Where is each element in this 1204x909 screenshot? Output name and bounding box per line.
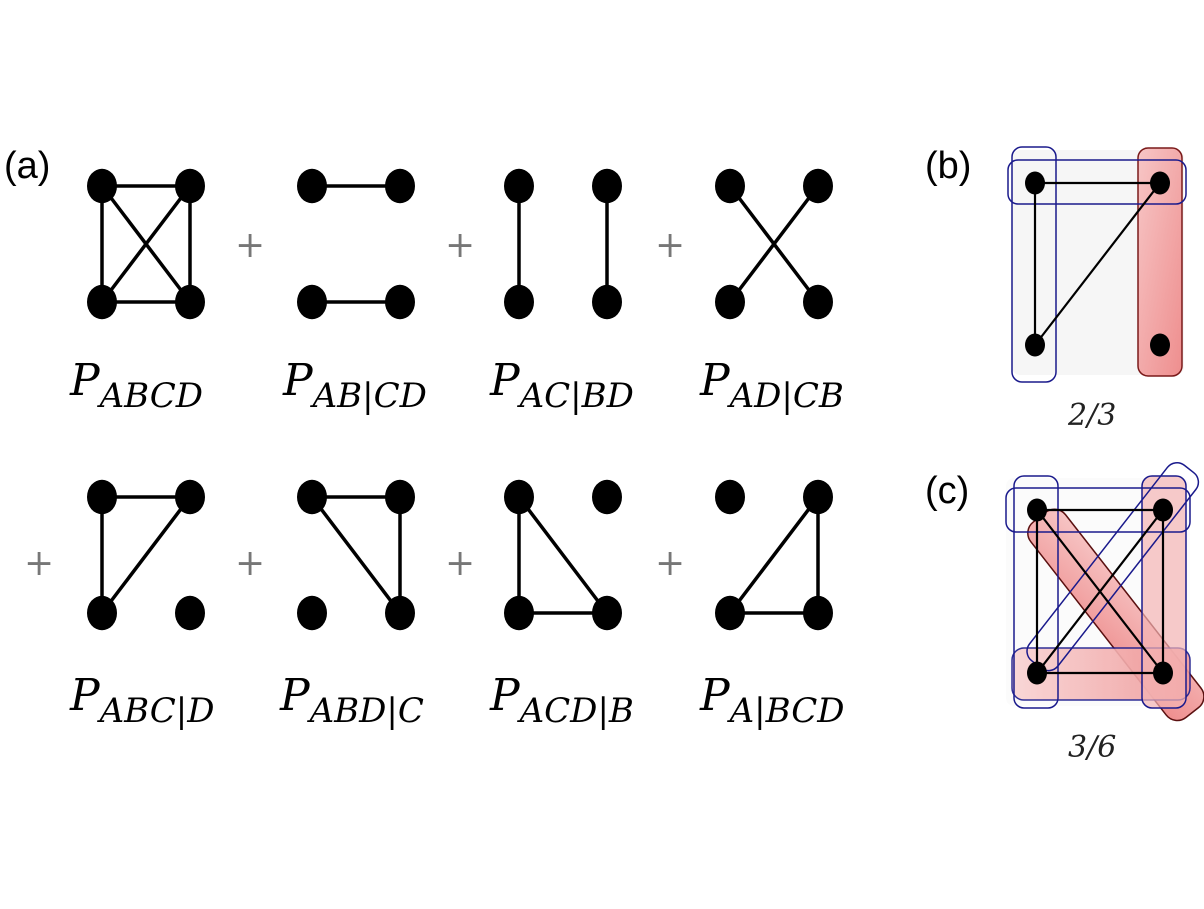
panel-c-graph [1027, 498, 1173, 685]
graph-diagram [715, 479, 833, 631]
graph-diagram [297, 168, 415, 320]
graph-vertex [297, 284, 327, 320]
graph-vertex [87, 284, 117, 320]
graph-edge [310, 495, 402, 615]
graph-vertex [504, 595, 534, 631]
graph-vertex [715, 284, 745, 320]
graph-vertex [1150, 171, 1170, 195]
graphs-layer [87, 168, 833, 631]
graph-label: PABD|C [279, 670, 424, 731]
plus-sign: + [445, 225, 475, 266]
graph-vertex [803, 168, 833, 204]
panel-c-hypergraph: 3/6 [1005, 461, 1204, 765]
panel-b-hypergraph: 2/3 [1007, 146, 1187, 433]
graph-vertex [297, 595, 327, 631]
plus-sign: + [445, 543, 475, 584]
graph-vertex [1153, 498, 1173, 522]
graph-label: PAB|CD [282, 355, 427, 416]
graph-vertex [385, 168, 415, 204]
graph-vertex [1150, 333, 1170, 357]
labels-layer: PABCD PAB|CD PAC|BD PAD|CB PABC|D PABD|C… [69, 355, 845, 731]
graph-edge [1035, 508, 1165, 675]
graph-vertex [803, 284, 833, 320]
panel-c-fraction: 3/6 [1068, 730, 1116, 765]
graph-vertex [592, 479, 622, 515]
graph-vertex [504, 284, 534, 320]
graph-vertex [297, 168, 327, 204]
graph-vertex [1027, 661, 1047, 685]
graph-vertex [385, 479, 415, 515]
graph-diagram [504, 168, 622, 320]
graph-diagram [87, 479, 205, 631]
graph-vertex [175, 168, 205, 204]
graph-vertex [1153, 661, 1173, 685]
graph-vertex [175, 595, 205, 631]
plus-sign: + [655, 225, 685, 266]
graph-edge [1033, 181, 1162, 347]
graph-vertex [803, 595, 833, 631]
graph-vertex [803, 479, 833, 515]
graph-edge [100, 184, 192, 304]
graph-vertex [385, 284, 415, 320]
hyperedge-outline [1013, 475, 1059, 709]
graph-vertex [715, 168, 745, 204]
graph-vertex [297, 479, 327, 515]
graph-label: PABCD [69, 355, 203, 416]
graph-vertex [715, 479, 745, 515]
hyperedge-outline [1005, 487, 1191, 533]
graph-vertex [592, 284, 622, 320]
graph-vertex [175, 479, 205, 515]
graph-vertex [175, 284, 205, 320]
panel-b-fraction: 2/3 [1067, 398, 1116, 433]
graph-label: PAD|CB [699, 355, 844, 416]
plus-sign: + [235, 543, 265, 584]
graph-edge [728, 495, 820, 615]
graph-edge [728, 184, 820, 304]
panel-b-graph [1025, 171, 1170, 357]
graph-diagram [87, 168, 205, 320]
graph-vertex [592, 168, 622, 204]
panel-label-c: (c) [925, 470, 969, 512]
graph-vertex [385, 595, 415, 631]
plus-sign: + [655, 543, 685, 584]
hyperedge-outline [1007, 159, 1187, 205]
hyperedge-highlight [1137, 147, 1183, 377]
graph-label: PA|BCD [699, 670, 845, 731]
graph-edge [517, 495, 609, 615]
graph-label: PABC|D [69, 670, 215, 731]
graph-vertex [1025, 333, 1045, 357]
plus-sign: + [24, 543, 54, 584]
graph-vertex [1027, 498, 1047, 522]
graph-label: PACD|B [489, 670, 634, 731]
graph-vertex [504, 168, 534, 204]
graph-vertex [715, 595, 745, 631]
graph-edge [100, 495, 192, 615]
panel-label-a: (a) [4, 145, 50, 187]
graph-vertex [504, 479, 534, 515]
graph-vertex [592, 595, 622, 631]
graph-vertex [87, 479, 117, 515]
panel-label-b: (b) [925, 145, 971, 187]
graph-label: PAC|BD [489, 355, 634, 416]
plus-sign: + [235, 225, 265, 266]
graph-diagram [504, 479, 622, 631]
graph-vertex [87, 168, 117, 204]
graph-vertex [1025, 171, 1045, 195]
graph-diagram [715, 168, 833, 320]
graph-vertex [87, 595, 117, 631]
graph-diagram [297, 479, 415, 631]
hyperedge-outline [1011, 146, 1057, 383]
